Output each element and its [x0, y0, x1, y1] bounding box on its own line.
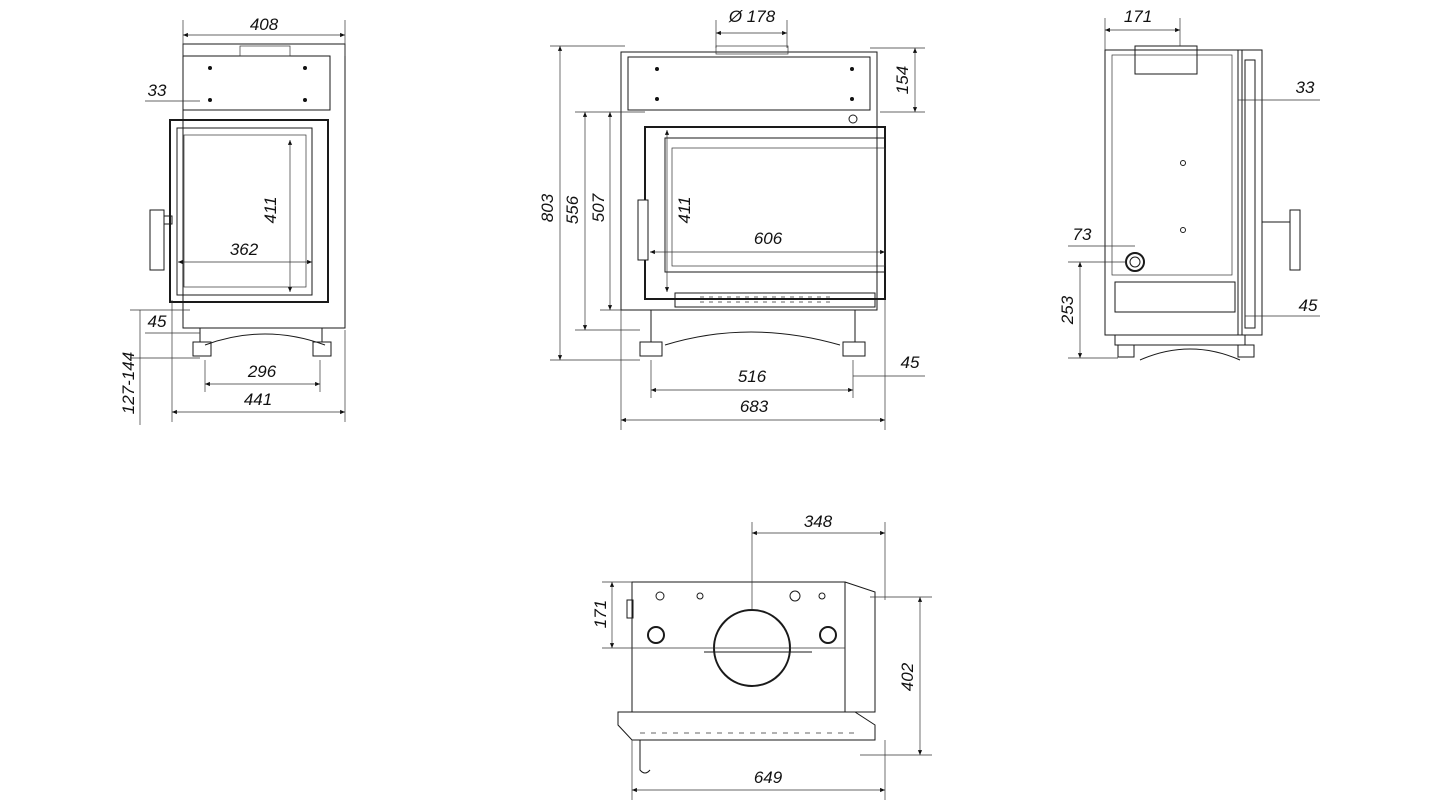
dim-front-glass-height: 411	[675, 196, 694, 223]
air-vents	[700, 296, 830, 303]
dim-left-total-width: 441	[244, 390, 272, 409]
dim-left-leg-offset: 45	[148, 312, 167, 331]
dim-left-offset-top: 33	[148, 81, 167, 100]
dim-left-width-top: 408	[250, 15, 279, 34]
front-view	[620, 45, 886, 357]
dim-front-side-offset: 45	[901, 353, 920, 372]
dim-side-door-offset: 45	[1299, 296, 1318, 315]
top-view	[617, 581, 876, 774]
dim-front-body-height: 507	[589, 193, 608, 222]
side-view-dimensions: 171 33 73 253 45	[1058, 7, 1320, 359]
dim-top-total-width: 649	[754, 768, 783, 787]
dim-top-flue-center-offset: 348	[804, 512, 833, 531]
dim-left-glass-width: 362	[230, 240, 259, 259]
top-view-dimensions: 348 171 402 649	[591, 512, 932, 800]
dim-front-flue-diameter: Ø 178	[728, 7, 776, 26]
dim-top-flue-depth-offset: 171	[591, 600, 610, 628]
front-view-dimensions: Ø 178 154 803 556 507 411 606 516 45 683	[538, 7, 925, 430]
left-view	[149, 43, 346, 357]
dim-side-air-inlet-offset: 73	[1073, 225, 1092, 244]
dim-side-air-inlet-height: 253	[1058, 295, 1077, 325]
dim-side-flue-offset: 171	[1124, 7, 1152, 26]
dim-front-glass-width: 606	[754, 229, 783, 248]
dim-front-total-height: 803	[538, 193, 557, 222]
left-view-dimensions: 408 33 411 362 45 296 441 127-144	[119, 15, 346, 425]
dim-top-total-depth: 402	[898, 662, 917, 691]
dim-side-top-offset: 33	[1296, 78, 1315, 97]
dim-front-legs-spacing: 516	[738, 367, 767, 386]
dim-left-legs-spacing: 296	[247, 362, 277, 381]
dim-front-door-frame-height: 556	[563, 195, 582, 224]
dim-front-top-height: 154	[893, 66, 912, 94]
dim-front-total-width: 683	[740, 397, 769, 416]
side-view	[1104, 45, 1301, 361]
dim-left-leg-height: 127-144	[119, 352, 138, 414]
dim-left-glass-height: 411	[261, 196, 280, 223]
